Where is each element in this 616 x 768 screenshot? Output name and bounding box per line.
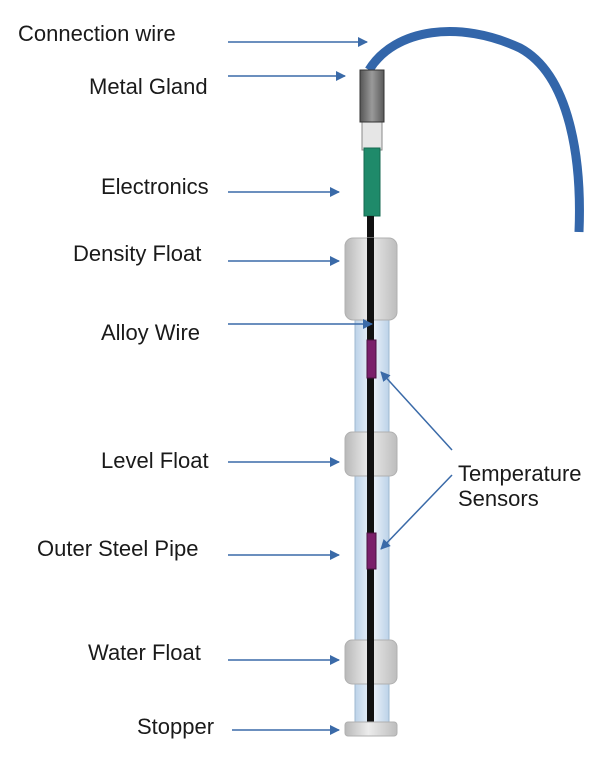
gland-neck [361, 119, 383, 151]
label-outer-steel-pipe: Outer Steel Pipe [37, 536, 199, 561]
label-density-float: Density Float [73, 241, 202, 266]
label-temperature-sensors: Temperature Sensors [458, 461, 582, 512]
label-connection-wire: Connection wire [18, 21, 176, 46]
connection-wire [365, 27, 584, 233]
inner-rod [367, 238, 374, 730]
label-stopper: Stopper [137, 714, 215, 739]
electronics-module [363, 147, 381, 217]
label-alloy-wire: Alloy Wire [101, 320, 201, 345]
arrow-temp-sensor-lower [380, 474, 453, 550]
label-temperature-line1: Temperature [458, 461, 582, 486]
label-temperature-line2: Sensors [458, 486, 539, 512]
stopper [344, 721, 398, 737]
temperature-sensor-upper [366, 339, 377, 379]
temperature-sensor-lower [366, 532, 377, 570]
label-level-float: Level Float [101, 448, 209, 473]
arrow-temp-sensor-upper [380, 371, 453, 451]
label-electronics: Electronics [101, 174, 209, 199]
metal-gland [359, 69, 385, 123]
label-metal-gland: Metal Gland [89, 74, 208, 99]
label-water-float: Water Float [88, 640, 201, 665]
